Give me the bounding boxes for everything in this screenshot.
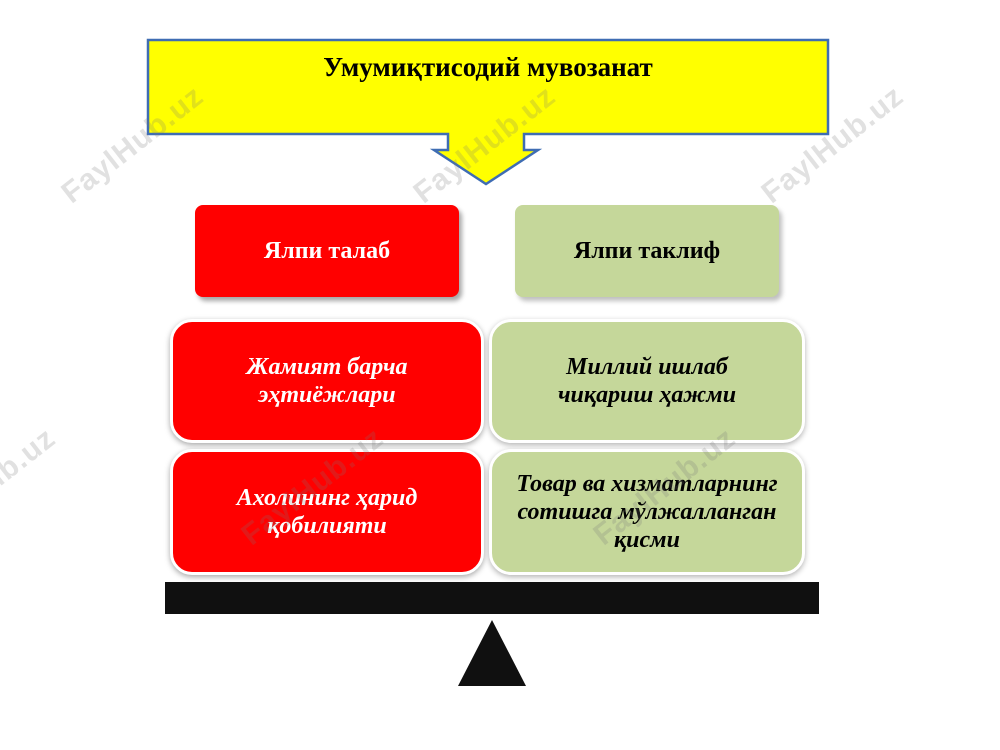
balance-beam: [165, 582, 819, 614]
watermark: FaylHub.uz: [0, 421, 62, 552]
fulcrum-triangle: [458, 620, 526, 686]
supply-header: Ялпи таклиф: [515, 205, 779, 297]
demand-item-purchasing-power: Ахолининг ҳарид қобилияти: [170, 449, 484, 575]
supply-item-goods-for-sale: Товар ва хизматларнинг сотишга мўлжаллан…: [489, 449, 805, 575]
diagram-title: Умумиқтисодий мувозанат: [323, 52, 653, 82]
title-callout: Умумиқтисодий мувозанат: [146, 38, 830, 188]
demand-header: Ялпи талаб: [195, 205, 459, 297]
demand-item-needs: Жамият барча эҳтиёжлари: [170, 319, 484, 443]
callout-shape: [146, 38, 830, 186]
supply-item-national-output: Миллий ишлаб чиқариш ҳажми: [489, 319, 805, 443]
